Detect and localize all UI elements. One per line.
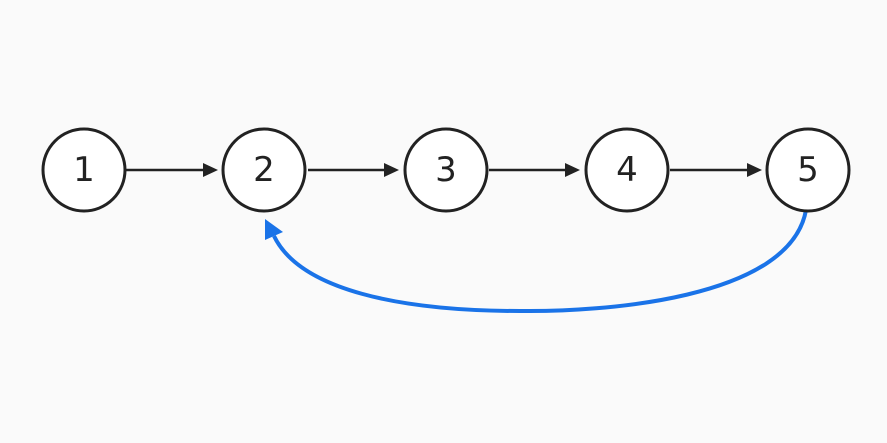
edge-n4-n5 <box>670 163 762 177</box>
node-4: 4 <box>584 127 670 213</box>
arrowhead-icon <box>747 163 762 177</box>
edge-n1-n2 <box>126 163 218 177</box>
node-2: 2 <box>221 127 307 213</box>
arrowhead-icon <box>203 163 218 177</box>
edge-n2-n3 <box>308 163 399 177</box>
cycle-arrow-line <box>272 209 808 314</box>
node-label: 5 <box>797 150 819 190</box>
node-label: 3 <box>435 150 457 190</box>
cycle-arrowhead-icon <box>265 219 283 240</box>
node-1: 1 <box>41 127 127 213</box>
node-5: 5 <box>765 127 851 213</box>
node-label: 1 <box>73 150 95 190</box>
edge-n3-n4 <box>489 163 580 177</box>
node-label: 4 <box>616 150 638 190</box>
node-circle <box>584 127 670 213</box>
arrowhead-icon <box>384 163 399 177</box>
node-3: 3 <box>403 127 489 213</box>
edge-n5-n2-cycle <box>265 209 808 314</box>
node-circle <box>765 127 851 213</box>
node-circle <box>41 127 127 213</box>
arrowhead-icon <box>565 163 580 177</box>
node-circle <box>403 127 489 213</box>
node-label: 2 <box>253 150 275 190</box>
node-circle <box>221 127 307 213</box>
